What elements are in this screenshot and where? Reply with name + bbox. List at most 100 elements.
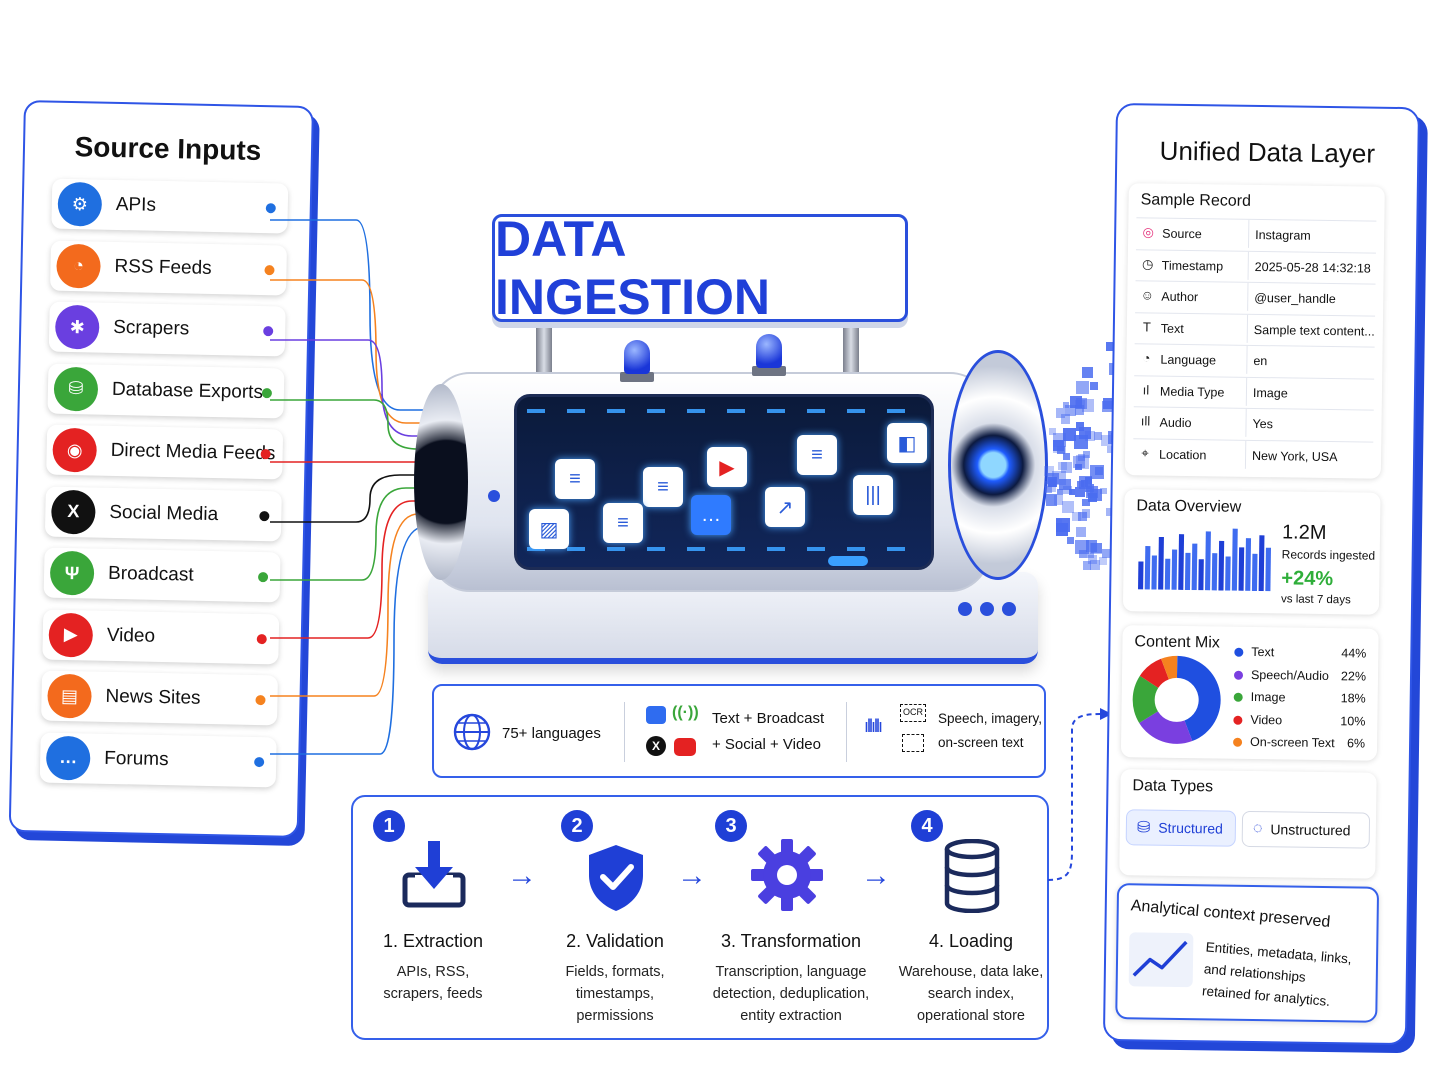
- document-icon: ≡: [603, 503, 643, 543]
- legend-label: On-screen Text: [1249, 734, 1335, 751]
- step-title: 1. Extraction: [382, 931, 484, 951]
- x-logo-icon: X: [646, 736, 666, 756]
- sample-record-title: Sample Record: [1140, 191, 1252, 210]
- connector-line: [270, 474, 452, 523]
- data-pixel: [1063, 485, 1072, 495]
- overview-bar: [1231, 528, 1238, 591]
- overview-bar: [1265, 547, 1272, 592]
- capabilities-strip: 75+ languages ((·)) X Text + Broadcast +…: [432, 684, 1046, 778]
- step-number-badge: 4: [911, 810, 943, 842]
- waveform-icon: ıl: [1142, 381, 1150, 397]
- pipeline-to-layer-connector: [1047, 708, 1112, 881]
- overview-bar: [1178, 534, 1185, 590]
- record-value: Instagram: [1247, 219, 1311, 249]
- database-icon: [944, 839, 1000, 913]
- data-pixel: [1087, 554, 1097, 565]
- data-pixel: [1072, 511, 1082, 521]
- data-types-title: Data Types: [1132, 777, 1214, 796]
- dashboard-icon: ◧: [887, 423, 927, 463]
- unstructured-chip[interactable]: ◌ Unstructured: [1241, 810, 1371, 849]
- legend-label: Video: [1250, 712, 1283, 727]
- data-pixel: [1055, 407, 1066, 418]
- data-pixel: [1075, 422, 1085, 431]
- data-pixel: [1082, 367, 1094, 379]
- record-value: New York, USA: [1244, 440, 1338, 470]
- step-desc-line: permissions: [576, 1008, 654, 1024]
- data-pixel: [1063, 452, 1071, 461]
- overview-bar: [1225, 556, 1231, 591]
- record-value: Yes: [1245, 408, 1274, 438]
- overview-bar: [1205, 531, 1211, 591]
- connector-line: [270, 279, 452, 424]
- overview-bar: [1238, 547, 1245, 591]
- donut-slice: [1161, 655, 1178, 680]
- step-title: 3. Transformation: [720, 931, 862, 951]
- data-pixel: [1060, 462, 1072, 473]
- connector-line: [270, 339, 452, 437]
- data-pixel: [1068, 488, 1076, 496]
- legend-color-dot: [1233, 670, 1244, 680]
- data-pixel: [1055, 519, 1063, 526]
- data-pixel: [1062, 427, 1076, 441]
- record-key: Timestamp: [1161, 258, 1224, 274]
- overview-bar-chart: [1138, 528, 1272, 592]
- data-pixel: [1074, 486, 1086, 497]
- legend-percent: 10%: [1340, 713, 1366, 729]
- data-pixel: [1062, 501, 1075, 514]
- globe-icon: [453, 713, 491, 751]
- legend-color-dot: [1234, 647, 1244, 658]
- connector-line: [270, 399, 452, 450]
- user-icon: ☺: [1140, 287, 1155, 303]
- unified-data-layer-panel: Unified Data Layer Sample Record ◎Source…: [1102, 103, 1420, 1046]
- document-icon: ≡: [555, 459, 595, 499]
- record-key: Location: [1159, 447, 1207, 462]
- data-pixel: [1074, 540, 1089, 554]
- data-pixel: [1106, 341, 1116, 351]
- indicator-light: [1002, 602, 1016, 616]
- record-row: ☺Author@user_handle: [1135, 280, 1376, 314]
- step-title: 2. Validation: [566, 931, 664, 951]
- step-desc-line: search index,: [927, 986, 1015, 1002]
- data-overview-title: Data Overview: [1136, 497, 1242, 516]
- data-pixel: [1070, 396, 1083, 409]
- step-desc-line: detection, deduplication,: [712, 986, 870, 1002]
- machine-input-port: [414, 384, 468, 580]
- data-pixel: [1076, 380, 1090, 394]
- data-pixel: [1095, 466, 1104, 475]
- legend-color-dot: [1233, 692, 1243, 703]
- machine-output-port: [948, 350, 1048, 580]
- languages-label: 75+ languages: [502, 725, 601, 742]
- records-count: 1.2M: [1281, 521, 1327, 544]
- status-led: [828, 556, 868, 566]
- data-pixel: [1077, 511, 1088, 521]
- media-types-line2: + Social + Video: [712, 736, 821, 753]
- overview-bar: [1258, 535, 1265, 592]
- data-pixel: [1044, 466, 1054, 476]
- connector-line: [270, 487, 452, 581]
- download-icon: [402, 841, 466, 908]
- data-types-card: Data Types ⛁ Structured ◌ Unstructured: [1119, 769, 1377, 879]
- document-icon: ≡: [643, 467, 683, 507]
- machine-window: ≡ ▨ ≡ ≡ ▶ … ↗ ≡ ||| ◧: [514, 394, 934, 570]
- step-desc-line: entity extraction: [740, 1008, 842, 1024]
- arrow-right-icon: →: [677, 859, 707, 892]
- legend-label: Text: [1251, 644, 1275, 660]
- overview-bar: [1138, 561, 1144, 590]
- content-mix-donut-chart: [1132, 655, 1221, 744]
- unified-layer-title: Unified Data Layer: [1159, 135, 1376, 169]
- indicator-light: [488, 490, 500, 502]
- beacon-light-icon: [624, 340, 650, 374]
- record-key: Author: [1161, 289, 1199, 305]
- structured-chip[interactable]: ⛁ Structured: [1125, 809, 1237, 847]
- scan-image-icon: [902, 734, 924, 752]
- record-key: Text: [1160, 321, 1184, 336]
- overview-bar: [1158, 536, 1164, 590]
- analytical-description: Entities, metadata, links, and relations…: [1201, 936, 1352, 1014]
- youtube-icon: [674, 738, 696, 756]
- analytical-title: Analytical context preserved: [1130, 897, 1331, 932]
